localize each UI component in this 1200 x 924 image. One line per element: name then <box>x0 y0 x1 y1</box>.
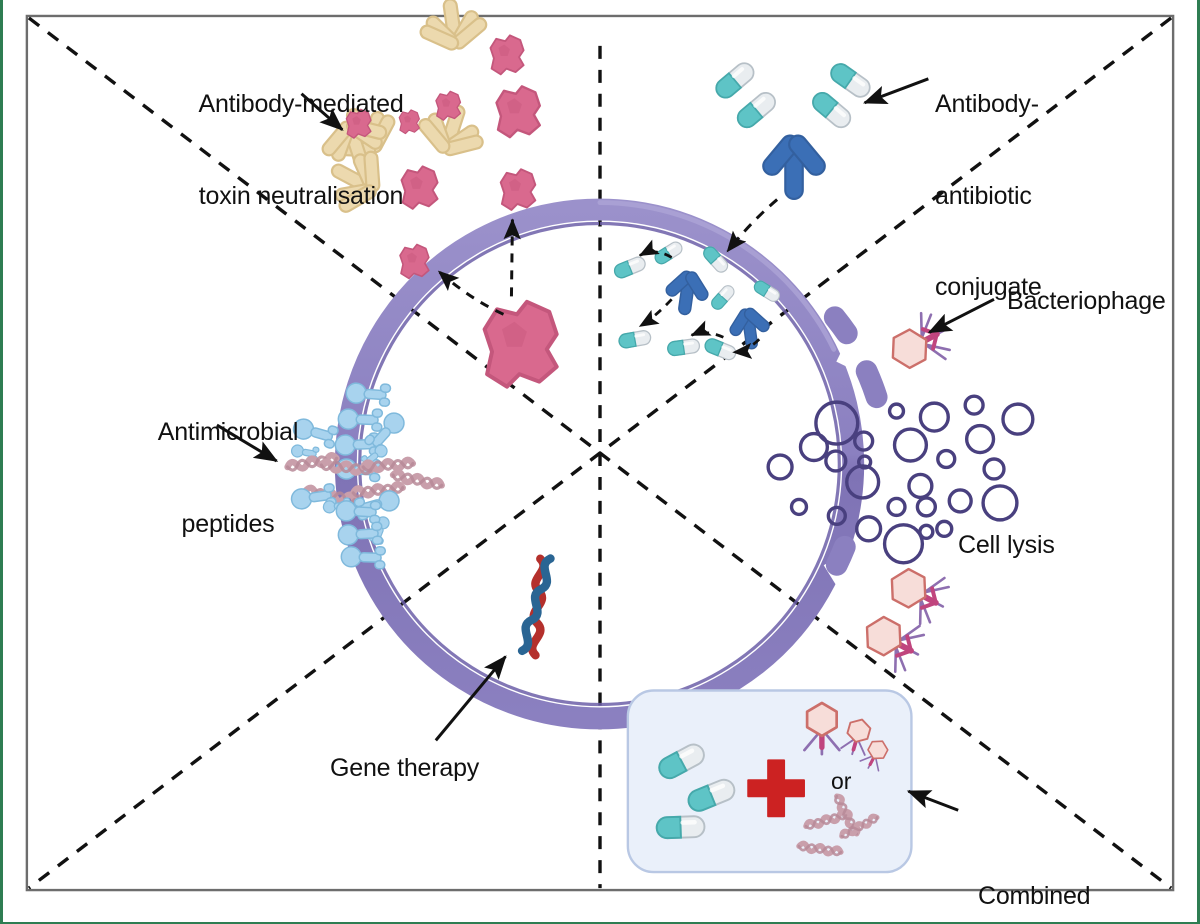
cell-lysis-bubbles <box>766 394 1035 565</box>
label-combined-therapies-line1: Combined <box>978 882 1091 910</box>
diagram-canvas: : <box>25 0 1175 892</box>
sector-divider-lines <box>27 16 1173 890</box>
conjugate-entry-arrow <box>726 198 779 253</box>
combined-therapies-leader <box>906 789 959 812</box>
quadrant-antimicrobial-peptides <box>216 380 443 570</box>
antibody-conjugate-leader <box>862 77 929 105</box>
label-bacteriophage: Bacteriophage <box>1007 287 1166 315</box>
label-gene-therapy: Gene therapy <box>330 754 480 782</box>
label-antimicrobial-peptides-line2: peptides <box>181 509 275 538</box>
label-antibody-toxin-line2: toxin neutralisation <box>198 181 404 210</box>
inner-frame <box>25 14 1175 892</box>
label-antibody-conjugate-line1: Antibody- <box>935 90 1039 118</box>
toxin-escape-arrows <box>437 218 521 316</box>
bacteriophage-leader <box>927 298 995 334</box>
label-combined-therapies: Combined therapies <box>978 820 1188 922</box>
toxin-arrow-up <box>503 218 521 297</box>
release-arrow-2 <box>638 298 673 328</box>
quadrant-bacteriophage-cell-lysis <box>766 298 1035 677</box>
label-combined-or: or <box>831 768 852 794</box>
release-arrow-1 <box>638 239 673 259</box>
label-antibody-toxin-neutralisation: Antibody-mediated toxin neutralisation <box>151 28 451 272</box>
gene-therapy-leader <box>434 655 507 742</box>
release-arrow-4 <box>732 338 761 359</box>
antibody-antibiotic-conjugate-large <box>711 58 875 201</box>
plus-sign-icon <box>747 759 805 818</box>
bacteriophage-bottom <box>855 604 930 677</box>
dna-double-helix <box>521 556 553 655</box>
label-antibody-antibiotic-conjugate: Antibody- antibiotic conjugate <box>935 28 1155 364</box>
bacteriophage-mid <box>880 556 955 629</box>
label-antibody-conjugate-line2: antibiotic <box>935 181 1032 210</box>
label-antimicrobial-peptides-line1: Antimicrobial <box>157 418 299 446</box>
quadrant-gene-therapy <box>434 556 553 742</box>
quadrant-combined-therapies <box>626 689 959 874</box>
label-antibody-conjugate-line3: conjugate <box>935 273 1042 301</box>
bacterium-cell-wall <box>334 198 888 730</box>
antimicrobial-peptides-leader <box>216 423 279 463</box>
quadrant-antibody-antibiotic-conjugate: : <box>611 58 929 363</box>
antibiotic-release-arrows <box>638 239 761 359</box>
quadrant-antibody-toxin-neutralisation <box>300 0 559 389</box>
release-arrow-3 <box>690 320 724 339</box>
antibody-toxin-leader <box>300 92 344 131</box>
label-cell-lysis: Cell lysis <box>958 531 1055 559</box>
label-antimicrobial-peptides: Antimicrobial peptides <box>97 356 359 600</box>
toxin-arrow-left <box>437 270 505 316</box>
label-antibody-toxin-line1: Antibody-mediated <box>198 90 404 118</box>
